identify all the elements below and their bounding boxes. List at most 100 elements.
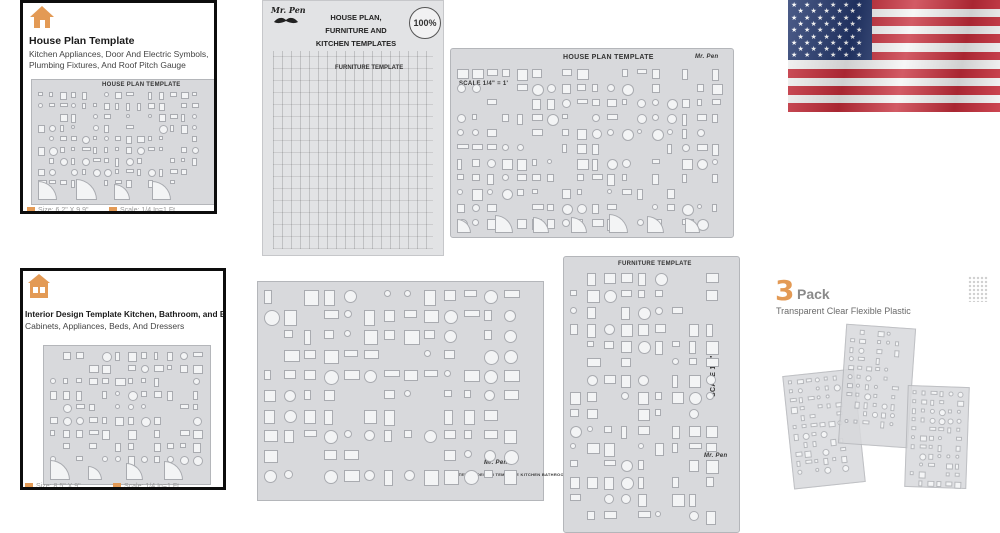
stencil-hole [706,375,716,385]
interior-design-card[interactable]: Interior Design Template Kitchen, Bathro… [20,268,226,490]
stencil-hole [947,427,952,434]
stencil-hole [938,427,945,432]
stencil-hole [180,404,189,409]
stencil-hole [115,158,119,167]
stencil-hole [181,103,187,108]
stencil-hole [89,430,99,435]
stencil-hole [324,430,338,444]
stencil-hole [655,307,663,315]
stencil-hole [128,417,134,425]
stencil-hole [592,114,600,122]
stencil-hole [126,103,130,111]
stencil-hole [621,477,634,490]
flag-stripe [788,94,1000,104]
stencil-hole [93,169,101,177]
stencil-hole [464,470,479,485]
stencil-hole [857,356,865,362]
stencil-hole [159,147,163,151]
house-plan-template-image: HOUSE PLAN TEMPLATE Mr. Pen SCALE 1/4" =… [450,48,734,238]
stencil-hole [652,69,660,79]
stencil-hole [795,451,803,458]
stencil-hole [517,144,524,151]
stencil-hole [472,189,483,201]
stencil-hole [570,392,581,405]
stencil-hole [857,365,863,370]
stencil-hole [622,159,631,168]
stencil-hole [638,392,649,405]
stencil-hole [344,450,359,460]
stencil-hole [532,69,542,78]
star-icon: ★ [804,27,810,34]
stencil-hole [159,136,163,140]
stencil-hole [180,443,186,448]
stencil-hole [947,418,954,425]
stencil-hole [954,472,960,477]
house-plan-card[interactable]: House Plan Template Kitchen Appliances, … [20,0,217,214]
stencil-hole [667,114,677,124]
stencil-hole [71,125,75,129]
stencil-hole [104,158,109,163]
stencil-hole [814,377,821,383]
stencil-hole [38,169,45,176]
stencil-hole [854,401,860,409]
stencil-hole [637,219,644,226]
stencil-hole [148,169,156,177]
stencil-hole [284,410,297,423]
stencil-hole [803,441,808,449]
stencil-hole [547,84,556,93]
stencil-hole [304,330,311,345]
star-icon: ★ [843,2,849,9]
stencil-hole [830,438,837,447]
stencil-hole [655,324,666,333]
scale-icon [109,207,117,211]
stencil-hole [264,450,278,463]
star-icon: ★ [798,34,804,41]
stencil-hole [504,450,519,465]
stencil-hole [807,395,815,401]
stencil-hole [811,431,817,437]
stencil-hole [192,114,197,119]
stencil-hole [570,426,582,438]
star-icon: ★ [791,52,797,59]
stencil-hole [115,456,121,462]
stencil-hole [50,430,55,436]
stencil-hole [93,125,99,131]
stencil-hole [955,454,960,459]
stencil-hole [324,450,337,460]
stencil-hole [592,219,604,227]
stencil-hole [891,395,896,400]
stencil-hole [63,352,71,360]
stencil-hole [809,413,816,419]
stencil-hole [930,399,935,406]
stencil-hole [63,391,70,400]
stencil-hole [154,391,162,398]
stencil-hole [587,358,601,367]
stencil-hole [652,174,659,185]
stencil-hole [344,470,360,482]
star-icon: ★ [811,34,817,41]
stencil-hole [622,69,628,77]
stencil-hole [115,378,126,386]
stencil-hole [364,310,375,326]
stencil-hole [796,378,805,385]
stencil-hole [484,410,498,421]
stencil-hole [141,378,146,383]
stencil-hole [706,358,719,367]
card-subtitle: Cabinets, Appliances, Beds, And Dressers [25,321,185,331]
stencil-hole [304,390,311,400]
stencil-hole [562,204,573,215]
stencil-hole [102,430,110,440]
stencil-hole [911,417,916,422]
stencil-hole [955,445,961,452]
stencil-hole [853,419,858,424]
stencil-hole [689,324,699,337]
stencil-hole [712,114,718,123]
stencil-hole [652,159,660,164]
stencil-hole [472,84,481,93]
stencil-title: HOUSE PLAN TEMPLATE [102,82,181,88]
scale-icon [113,483,121,487]
stencil-hole [706,324,713,337]
star-icon: ★ [798,46,804,53]
stencil-hole [181,147,187,153]
stencil-hole [936,481,942,488]
